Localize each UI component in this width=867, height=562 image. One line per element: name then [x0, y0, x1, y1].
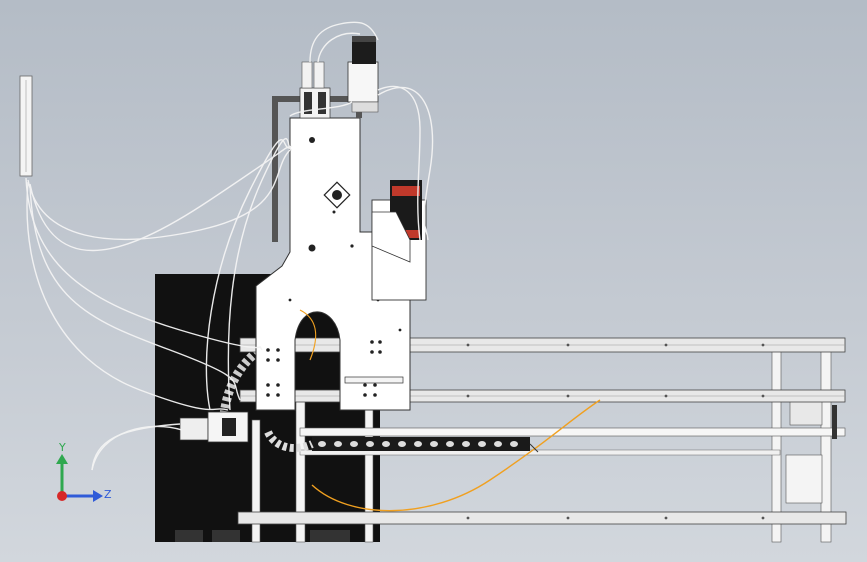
cabinet-foot-right: [310, 530, 350, 542]
triad-y-label: Y: [59, 441, 66, 454]
rail-bottom-thin: [299, 449, 781, 456]
left-stepper-coupler: [179, 417, 209, 441]
triad-z-label: Z: [104, 488, 112, 501]
center-bearing: [323, 181, 351, 209]
pneumatic-fitting-2: [313, 61, 325, 89]
rail-lead-screw: [299, 427, 846, 437]
z-frame-left: [272, 102, 278, 242]
cable-bundle: [25, 21, 434, 471]
pneumatic-fitting-1: [301, 61, 313, 89]
x-axis-dot: [57, 491, 67, 501]
post-left-1: [251, 419, 261, 543]
cable-chain-curve: [264, 430, 314, 452]
cabinet-foot-mid: [212, 530, 240, 542]
z-stepper-housing: [347, 61, 379, 103]
rail-base: [237, 511, 847, 525]
gantry-plate-holes: [266, 137, 402, 397]
gantry-bracket-bar: [344, 376, 404, 384]
cabinet-foot-left: [175, 530, 203, 542]
rail-holes: [466, 343, 765, 520]
yellow-wire: [311, 399, 601, 512]
axis-triad: [56, 454, 103, 502]
right-panel-lower: [785, 454, 823, 504]
